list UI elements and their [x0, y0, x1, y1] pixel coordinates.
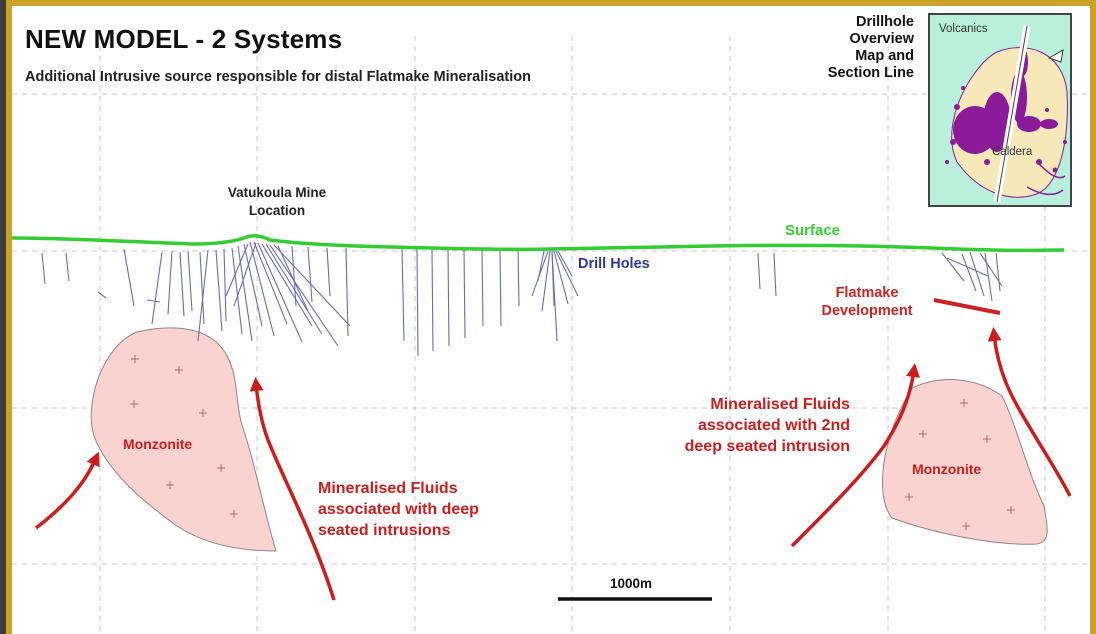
- monzonite-body-right: [882, 379, 1048, 545]
- monzonite-crosses: [130, 355, 1015, 530]
- slide: Volcanics Caldera NEW MODEL - 2 Systems …: [12, 6, 1090, 634]
- drill-holes-label: Drill Holes: [578, 256, 650, 272]
- inset-caldera-rim: [1026, 161, 1066, 196]
- fluids-right-label: Mineralised Fluids associated with 2nd d…: [684, 396, 850, 455]
- page-subtitle: Additional Intrusive source responsible …: [25, 69, 532, 85]
- vatukoula-mine-label: Vatukoula Mine Location: [227, 185, 327, 218]
- inset-caption: Drillhole Overview Map and Section Line: [827, 14, 914, 81]
- drill-holes: [41, 241, 1003, 357]
- monzonite-left-label: Monzonite: [123, 436, 193, 452]
- surface-label: Surface: [785, 222, 841, 239]
- arrow-right-2: [987, 327, 1072, 497]
- monzonite-right-label: Monzonite: [912, 461, 982, 477]
- surface-line: [12, 234, 1065, 253]
- cross-section-diagram: [12, 36, 1090, 634]
- scale-bar-label: 1000m: [610, 576, 653, 591]
- flatmake-development-line: [933, 298, 1001, 315]
- arrow-left-2: [249, 377, 336, 601]
- inset-caldera-label: Caldera: [992, 146, 1033, 158]
- flatmake-development-label: Flatmake Development: [821, 285, 913, 319]
- inset-volcanics-label: Volcanics: [939, 23, 988, 35]
- page-title: NEW MODEL - 2 Systems: [25, 24, 343, 54]
- arrow-left-1: [34, 451, 100, 530]
- drillhole-overview-map: [928, 13, 1072, 207]
- arrow-right-1: [790, 363, 920, 548]
- monzonite-body-left: [90, 327, 277, 552]
- inset-north-marker: [1047, 49, 1064, 63]
- fluid-arrows: [34, 327, 1072, 601]
- fluids-left-label: Mineralised Fluids associated with deep …: [318, 480, 479, 539]
